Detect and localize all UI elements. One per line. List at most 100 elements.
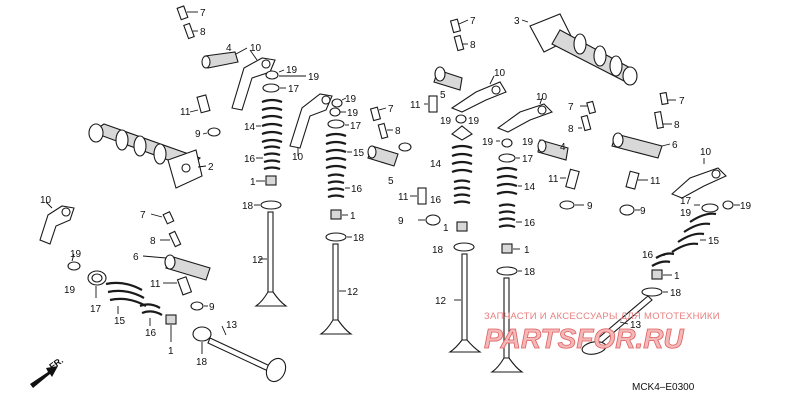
callout-10: 10 bbox=[700, 147, 712, 158]
callout-18: 18 bbox=[670, 288, 682, 299]
callout-16: 16 bbox=[642, 250, 654, 261]
callout-10: 10 bbox=[40, 195, 52, 206]
callout-19: 19 bbox=[308, 72, 320, 83]
callout-7: 7 bbox=[388, 104, 394, 115]
part-spring-14-c bbox=[496, 166, 522, 196]
callout-5: 5 bbox=[388, 176, 394, 187]
callout-11: 11 bbox=[410, 100, 421, 111]
callout-14: 14 bbox=[524, 182, 536, 193]
part-rocker-arm-10-c bbox=[289, 93, 333, 156]
part-tappet-shaft-4-b bbox=[537, 139, 569, 161]
part-spring-seat-18-e bbox=[496, 266, 522, 276]
part-pin-8-c bbox=[377, 122, 393, 140]
part-spring-16-a bbox=[256, 145, 281, 171]
group-center-left bbox=[289, 93, 441, 335]
callout-19: 19 bbox=[468, 116, 480, 127]
part-pin-8-d bbox=[453, 34, 468, 52]
part-retainer-17-a bbox=[262, 83, 286, 93]
callout-1: 1 bbox=[443, 223, 449, 234]
watermark: ЗАПЧАСТИ И АКСЕССУАРЫ ДЛЯ МОТОТЕХНИКИ PA… bbox=[484, 311, 720, 354]
part-tappet-11-c bbox=[410, 187, 427, 205]
part-spring-16-d bbox=[453, 179, 471, 205]
front-direction-arrow: FR. bbox=[30, 355, 65, 388]
callout-2: 2 bbox=[208, 162, 214, 173]
callout-9: 9 bbox=[640, 206, 646, 217]
part-camshaft-2 bbox=[88, 123, 207, 189]
part-spring-14-b bbox=[451, 144, 473, 174]
part-rocker-arm-10-a bbox=[231, 49, 276, 111]
group-right bbox=[521, 13, 740, 355]
callout-1: 1 bbox=[168, 346, 174, 357]
callout-17: 17 bbox=[680, 196, 692, 207]
part-valve-13-b bbox=[581, 295, 653, 355]
part-keeper-19-b bbox=[67, 253, 81, 271]
callout-19: 19 bbox=[347, 108, 359, 119]
part-tappet-shaft-c bbox=[367, 145, 399, 167]
part-spring-15-b bbox=[325, 132, 352, 170]
part-keeper-19-f bbox=[496, 138, 513, 148]
callout-1: 1 bbox=[350, 211, 356, 222]
part-shim-7-b bbox=[150, 211, 175, 225]
part-shim-7-a bbox=[176, 5, 198, 21]
callout-4: 4 bbox=[226, 43, 232, 54]
part-stem-seal-1-d bbox=[456, 221, 468, 232]
callout-8: 8 bbox=[200, 27, 206, 38]
callout-9: 9 bbox=[209, 302, 215, 313]
callout-19: 19 bbox=[345, 94, 357, 105]
callout-16: 16 bbox=[145, 328, 157, 339]
part-pin-8-b bbox=[160, 230, 182, 248]
part-shim-9-e bbox=[559, 200, 584, 210]
part-spring-16-b bbox=[139, 303, 163, 326]
callout-8: 8 bbox=[470, 40, 476, 51]
callout-7: 7 bbox=[200, 8, 206, 19]
part-shim-9-f bbox=[619, 204, 640, 216]
part-tappet-11-e bbox=[560, 168, 580, 190]
part-shim-9-d bbox=[418, 214, 441, 226]
part-tappet-11-a bbox=[189, 94, 211, 114]
callout-19: 19 bbox=[680, 208, 692, 219]
callout-19: 19 bbox=[740, 201, 752, 212]
group-center-right bbox=[424, 18, 597, 373]
part-stem-seal-1-f bbox=[651, 269, 672, 280]
callout-17: 17 bbox=[522, 154, 534, 165]
part-spring-16-c bbox=[327, 173, 350, 199]
callout-15: 15 bbox=[114, 316, 126, 327]
part-rocker-arm-10-f bbox=[670, 158, 727, 199]
callout-19: 19 bbox=[286, 65, 298, 76]
callout-15: 15 bbox=[708, 236, 720, 247]
part-retainer-17-c bbox=[327, 119, 349, 129]
callout-17: 17 bbox=[90, 304, 102, 315]
callout-8: 8 bbox=[674, 120, 680, 131]
part-rocker-shaft-6-a bbox=[142, 254, 211, 281]
part-shim-7-f bbox=[659, 91, 676, 106]
part-spring-16-f bbox=[651, 252, 675, 267]
group-left-lower: FR. bbox=[30, 201, 287, 388]
part-keeper-19-g bbox=[722, 200, 740, 210]
callout-6: 6 bbox=[133, 252, 139, 263]
part-rocker-shaft-6-b bbox=[611, 132, 671, 159]
callout-3: 3 bbox=[514, 16, 520, 27]
callout-10: 10 bbox=[250, 43, 262, 54]
callout-1: 1 bbox=[524, 245, 530, 256]
callout-18: 18 bbox=[432, 245, 444, 256]
callout-16: 16 bbox=[351, 184, 363, 195]
part-tappet-11-d bbox=[424, 95, 438, 113]
part-spring-seat-18-a bbox=[254, 200, 282, 210]
callout-4: 4 bbox=[560, 142, 566, 153]
part-retainer-17-f bbox=[694, 203, 719, 213]
part-tappet-11-f bbox=[625, 170, 648, 190]
callout-6: 6 bbox=[672, 140, 678, 151]
part-valve-12-c bbox=[448, 253, 482, 353]
part-camshaft-3 bbox=[521, 13, 638, 86]
part-shim-7-c bbox=[369, 106, 387, 122]
part-retainer-17-b bbox=[87, 270, 107, 298]
part-retainer-17-e bbox=[498, 153, 520, 163]
part-shim-7-e bbox=[580, 100, 597, 115]
callout-19: 19 bbox=[64, 285, 76, 296]
callout-9: 9 bbox=[587, 201, 593, 212]
part-retainer-17-d bbox=[451, 125, 473, 141]
callout-1: 1 bbox=[674, 271, 680, 282]
callout-1: 1 bbox=[250, 177, 256, 188]
callout-18: 18 bbox=[242, 201, 254, 212]
part-keeper-19-e bbox=[455, 114, 467, 124]
